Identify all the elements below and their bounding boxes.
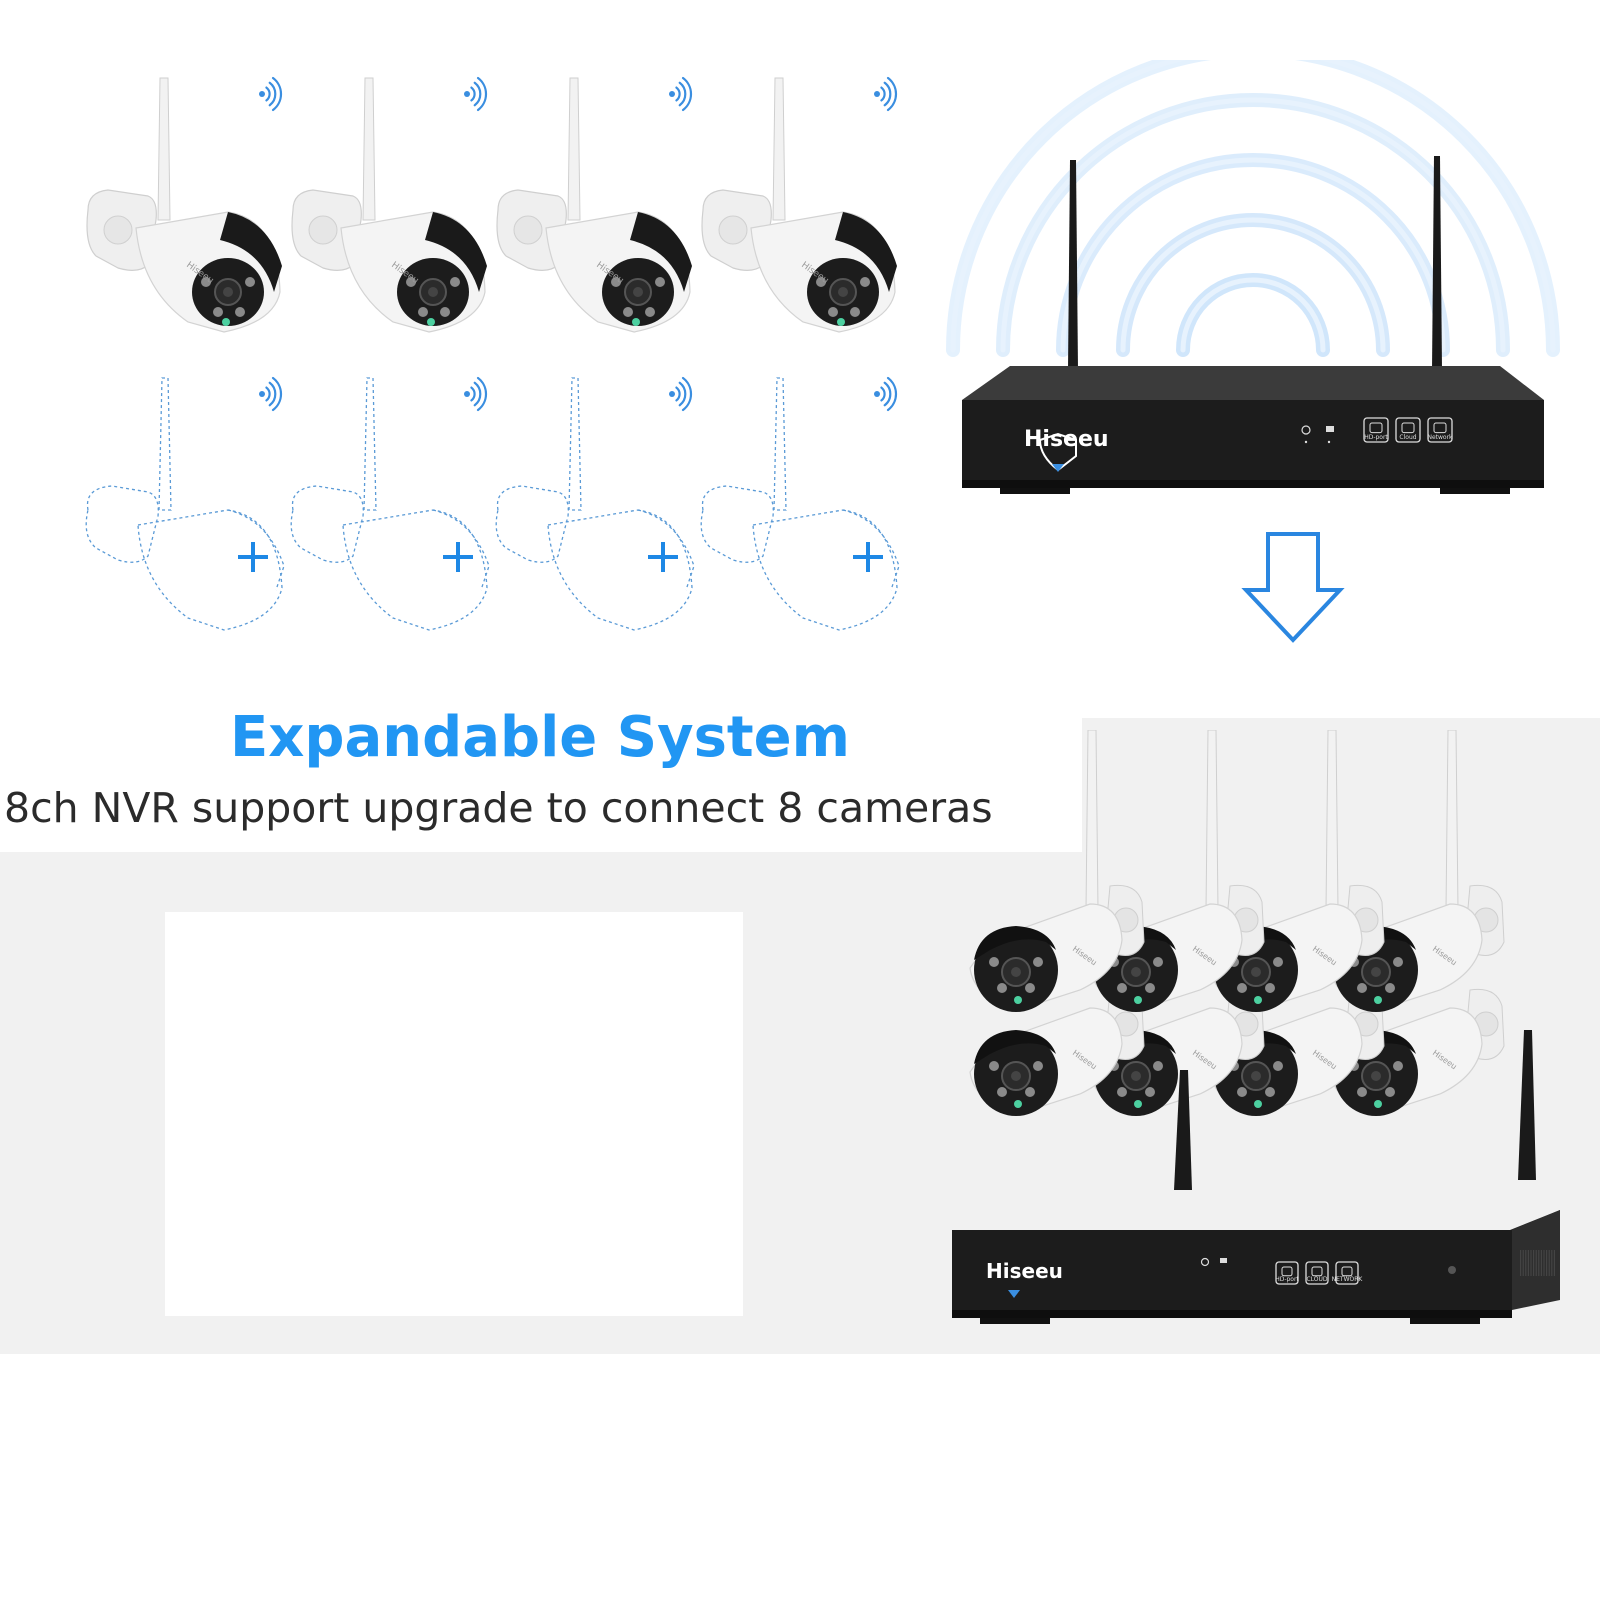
record-icon — [1326, 426, 1334, 444]
wifi-signal-icon — [464, 376, 488, 412]
bullet-camera: Hiseeu — [291, 76, 488, 333]
wifi-signal-icon — [259, 76, 283, 112]
bundle-nvr-brand-label: Hiseeu — [986, 1259, 1063, 1283]
port-badge: Cloud — [1395, 417, 1421, 443]
port-label: CLOUD — [1306, 1276, 1327, 1283]
bundle-nvr-vents — [1520, 1250, 1555, 1276]
nvr-port-badges: HD-port CLOUD NETWORK — [1275, 1261, 1364, 1285]
wifi-signal-icon — [874, 76, 898, 112]
port-badge: HD-port — [1363, 417, 1389, 443]
port-badge: NETWORK — [1332, 1261, 1364, 1285]
wifi-arcs-icon — [946, 60, 1560, 357]
camera-antenna — [1445, 730, 1459, 911]
power-icon — [1200, 1257, 1210, 1267]
bullet-camera: Hiseeu — [496, 76, 693, 333]
antenna-left — [1068, 160, 1078, 370]
nvr-recorder-bottom: Hiseeu HD-port CLOUD NETWORK — [952, 1030, 1560, 1324]
headline: Expandable System — [229, 705, 851, 770]
camera-antenna — [1325, 730, 1339, 911]
port-badge: Network — [1427, 417, 1453, 443]
product-bundle: HiseeuHiseeuHiseeuHiseeuHiseeuHiseeuHise… — [952, 730, 1560, 1324]
camera-placeholder — [290, 376, 490, 631]
camera-antenna — [1085, 730, 1099, 911]
hiseeu-logo: Hiseeu — [1024, 427, 1109, 472]
camera-placeholders — [85, 376, 900, 631]
nvr-top-surface — [962, 366, 1544, 400]
port-label: HD-port — [1275, 1276, 1299, 1283]
nvr-port-badges: HD-port Cloud Network — [1363, 417, 1453, 443]
wifi-signal-icon — [669, 76, 693, 112]
nvr-recorder-top: Hiseeu HD-port Cloud Network — [946, 60, 1560, 494]
camera-placeholder — [85, 376, 285, 631]
port-badge: CLOUD — [1305, 1261, 1329, 1285]
bullet-camera: Hiseeu — [701, 76, 898, 333]
bullet-camera: Hiseeu — [969, 988, 1145, 1116]
camera-antenna — [1205, 730, 1219, 911]
port-label: NETWORK — [1332, 1276, 1364, 1283]
port-badge: HD-port — [1275, 1261, 1299, 1285]
wifi-signal-icon — [874, 376, 898, 412]
camera-placeholder — [495, 376, 695, 631]
antenna-right — [1432, 156, 1442, 370]
camera-placeholder — [700, 376, 900, 631]
record-icon — [1220, 1258, 1227, 1263]
add-camera-icon — [648, 542, 678, 572]
bundle-nvr-connector — [1448, 1266, 1456, 1274]
blank-card — [165, 912, 743, 1316]
port-label: HD-port — [1364, 434, 1388, 441]
bullet-camera: Hiseeu — [1329, 884, 1505, 1012]
arrow-down-icon — [1241, 532, 1345, 643]
bullet-camera: Hiseeu — [86, 76, 283, 333]
bundle-nvr-antenna-right — [1518, 1030, 1536, 1180]
bullet-camera: Hiseeu — [969, 884, 1145, 1012]
subline: 8ch NVR support upgrade to connect 8 cam… — [4, 784, 993, 832]
hiseeu-logo: Hiseeu — [986, 1259, 1063, 1298]
add-camera-icon — [853, 542, 883, 572]
wifi-signal-icon — [259, 376, 283, 412]
add-camera-icon — [443, 542, 473, 572]
port-label: Cloud — [1399, 434, 1416, 441]
bullet-camera: Hiseeu — [1089, 884, 1265, 1012]
add-camera-icon — [238, 542, 268, 572]
wifi-signal-icon — [669, 376, 693, 412]
port-label: Network — [1427, 434, 1453, 441]
bundle-nvr-antenna-left — [1174, 1070, 1192, 1190]
wifi-signal-icon — [464, 76, 488, 112]
power-icon — [1301, 425, 1311, 444]
nvr-brand-label: Hiseeu — [1024, 427, 1109, 452]
